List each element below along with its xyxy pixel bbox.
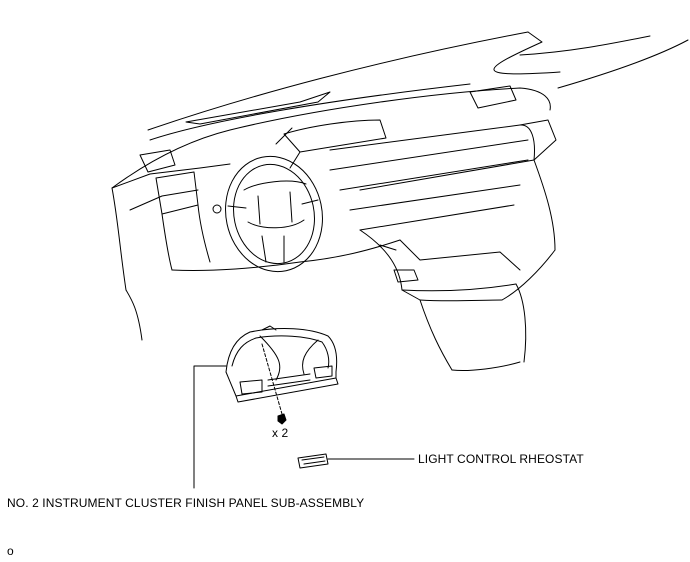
dashboard-top <box>111 83 551 189</box>
dashboard-body <box>111 119 557 341</box>
leader-lines <box>193 365 415 489</box>
steering-wheel <box>212 155 323 273</box>
windshield-outline <box>147 31 689 131</box>
figure-code-label: o <box>7 544 14 558</box>
meter-hood <box>275 119 387 169</box>
center-console <box>359 229 527 371</box>
instrument-cluster-finish-panel <box>225 325 339 403</box>
light-control-rheostat-label: LIGHT CONTROL RHEOSTAT <box>418 452 584 466</box>
clip-fastener <box>261 343 287 425</box>
light-control-rheostat-part <box>297 453 329 469</box>
clip-quantity-label: x 2 <box>272 426 289 440</box>
cluster-finish-panel-label: NO. 2 INSTRUMENT CLUSTER FINISH PANEL SU… <box>7 496 365 510</box>
